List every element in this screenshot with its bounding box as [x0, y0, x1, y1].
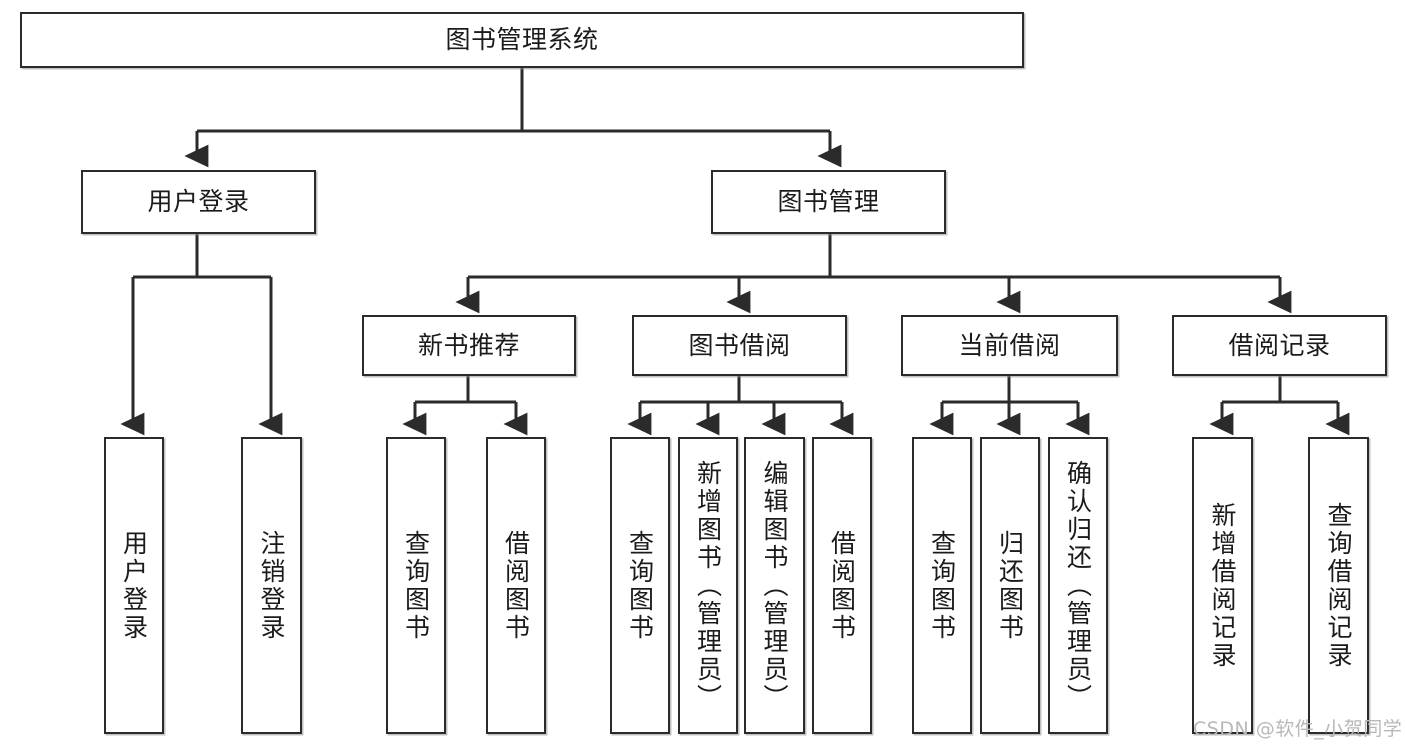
node-label: 借阅图书	[501, 529, 531, 642]
node-label: 注销登录	[257, 529, 286, 642]
node-label: 查询图书	[927, 529, 957, 642]
node-label: 当前借阅	[958, 330, 1061, 360]
node-borrow-record[interactable]: 借阅记录	[1172, 315, 1387, 376]
node-label: 新书推荐	[417, 330, 520, 360]
node-label: 借阅记录	[1228, 330, 1331, 360]
node-label: 图书借阅	[688, 330, 791, 360]
node-label: 查询图书	[401, 529, 431, 642]
leaf-borrow-book[interactable]: 借阅图书	[812, 437, 872, 734]
node-current-borrow[interactable]: 当前借阅	[901, 315, 1118, 376]
leaf-edit-book-admin[interactable]: 编辑图书（管理员）	[744, 437, 805, 734]
node-root-system[interactable]: 图书管理系统	[20, 12, 1024, 68]
node-label: 归还图书	[995, 529, 1025, 642]
leaf-add-book-admin[interactable]: 新增图书（管理员）	[678, 437, 738, 734]
node-book-borrow[interactable]: 图书借阅	[632, 315, 847, 376]
node-label: 图书管理系统	[445, 25, 599, 54]
leaf-query-borrow-record[interactable]: 查询借阅记录	[1308, 437, 1369, 734]
node-label: 确认归还（管理员）	[1063, 459, 1093, 712]
csdn-watermark: CSDN @软件_小贺同学	[1193, 718, 1403, 740]
node-label: 新增图书（管理员）	[693, 459, 723, 712]
leaf-borrow-book-recommend[interactable]: 借阅图书	[486, 437, 546, 734]
leaf-query-book-recommend[interactable]: 查询图书	[386, 437, 446, 734]
node-label: 用户登录	[147, 187, 250, 216]
node-label: 借阅图书	[827, 529, 857, 642]
leaf-logout[interactable]: 注销登录	[241, 437, 302, 734]
leaf-query-book-borrow[interactable]: 查询图书	[610, 437, 670, 734]
leaf-confirm-return-admin[interactable]: 确认归还（管理员）	[1048, 437, 1108, 734]
node-label: 编辑图书（管理员）	[760, 459, 789, 712]
node-label: 用户登录	[119, 529, 149, 642]
leaf-user-login[interactable]: 用户登录	[104, 437, 164, 734]
node-label: 查询图书	[625, 529, 655, 642]
leaf-query-book-current[interactable]: 查询图书	[912, 437, 972, 734]
node-user-login[interactable]: 用户登录	[81, 170, 316, 234]
node-label: 图书管理	[777, 187, 880, 216]
node-new-book-recommend[interactable]: 新书推荐	[362, 315, 576, 376]
leaf-return-book[interactable]: 归还图书	[980, 437, 1040, 734]
node-label: 新增借阅记录	[1208, 501, 1237, 670]
leaf-add-borrow-record[interactable]: 新增借阅记录	[1192, 437, 1253, 734]
node-label: 查询借阅记录	[1324, 501, 1353, 670]
node-book-management[interactable]: 图书管理	[711, 170, 946, 234]
